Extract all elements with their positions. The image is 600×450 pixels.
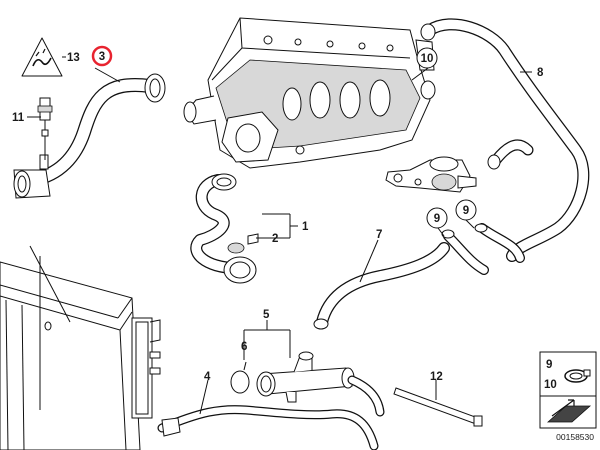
warning-label-icon: [21, 37, 66, 77]
temperature-sensor: [36, 97, 53, 137]
callout-9-left: 9: [434, 213, 440, 225]
short-heater-hoses: [441, 223, 525, 275]
callout-12: 12: [430, 371, 443, 383]
lower-coolant-hose: [157, 375, 385, 450]
callout-6: 6: [241, 341, 247, 353]
heater-return-hose: [313, 242, 450, 330]
engine-cylinder-head: [183, 17, 436, 169]
callout-13: 13: [67, 52, 80, 64]
callout-3: 3: [99, 51, 105, 63]
callout-11: 11: [12, 112, 25, 124]
fastener-legend-box: 9 10: [539, 351, 597, 397]
callout-7: 7: [376, 229, 382, 241]
legend-10: 10: [544, 379, 557, 391]
callout-3-highlight-ring: [91, 45, 113, 67]
upper-radiator-hose: [13, 73, 166, 199]
cable-tie: [393, 387, 483, 427]
document-id: 00158530: [556, 432, 594, 442]
radiator: [0, 245, 161, 450]
arrow-note-icon: [546, 399, 592, 423]
callout-4: 4: [204, 371, 211, 383]
callout-2: 2: [272, 233, 278, 245]
heater-valve-bracket: [385, 156, 477, 193]
callout-10: 10: [421, 53, 434, 65]
callout-9-right: 9: [463, 205, 469, 217]
callout-1: 1: [302, 221, 309, 233]
leader-lines: [27, 67, 532, 415]
callout-8: 8: [537, 67, 544, 79]
engine-bypass-hose: [190, 173, 259, 284]
callout-labels: 3 13 11 10 8 1 2 9 9 7 5 6 4 12: [12, 45, 544, 383]
t-connector-pipe: [230, 351, 355, 403]
legend-9: 9: [546, 359, 552, 371]
heater-supply-hose: [420, 18, 590, 262]
notes-legend-box: [539, 395, 597, 429]
hose-clamp-icon: [564, 369, 591, 383]
callout-5: 5: [263, 309, 270, 321]
